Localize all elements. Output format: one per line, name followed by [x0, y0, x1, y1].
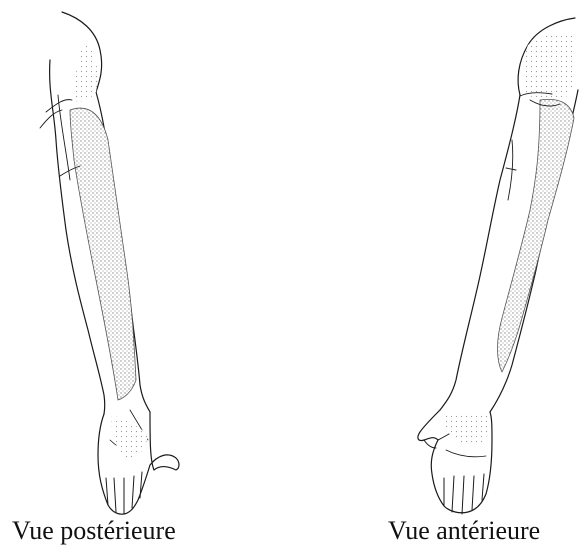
anterior-dermatome-band [498, 99, 575, 372]
posterior-dermatome-band [70, 108, 136, 400]
posterior-view-caption: Vue postérieure [12, 518, 176, 544]
posterior-arm-drawing [40, 12, 179, 514]
anterior-shoulder-shading [523, 33, 574, 98]
posterior-shoulder-shading [72, 40, 98, 102]
anterior-arm-drawing [418, 18, 578, 514]
anterior-view-caption: Vue antérieure [388, 518, 540, 544]
anterior-arm-outer-contour [440, 95, 520, 410]
posterior-hand-shading [112, 415, 148, 458]
posterior-hand-outline [98, 412, 179, 514]
posterior-fingers [106, 472, 142, 514]
anterior-fingers [444, 474, 484, 514]
anterior-palm-shading [446, 414, 490, 446]
